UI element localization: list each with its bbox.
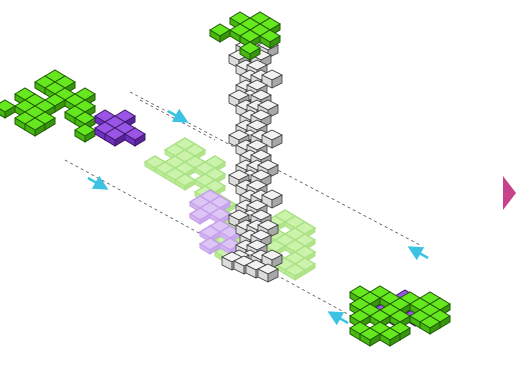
right-piece: [350, 286, 450, 346]
arrow-upper-right: [414, 250, 428, 258]
arrow-lower-right: [334, 315, 348, 323]
play-triangle-icon[interactable]: [503, 176, 516, 210]
left-piece: [0, 70, 145, 146]
green-tile: [0, 100, 15, 118]
green-tile: [75, 124, 95, 142]
arrow-lower-left: [88, 178, 102, 186]
green-tile: [210, 24, 230, 42]
arrow-upper-left: [168, 111, 182, 119]
